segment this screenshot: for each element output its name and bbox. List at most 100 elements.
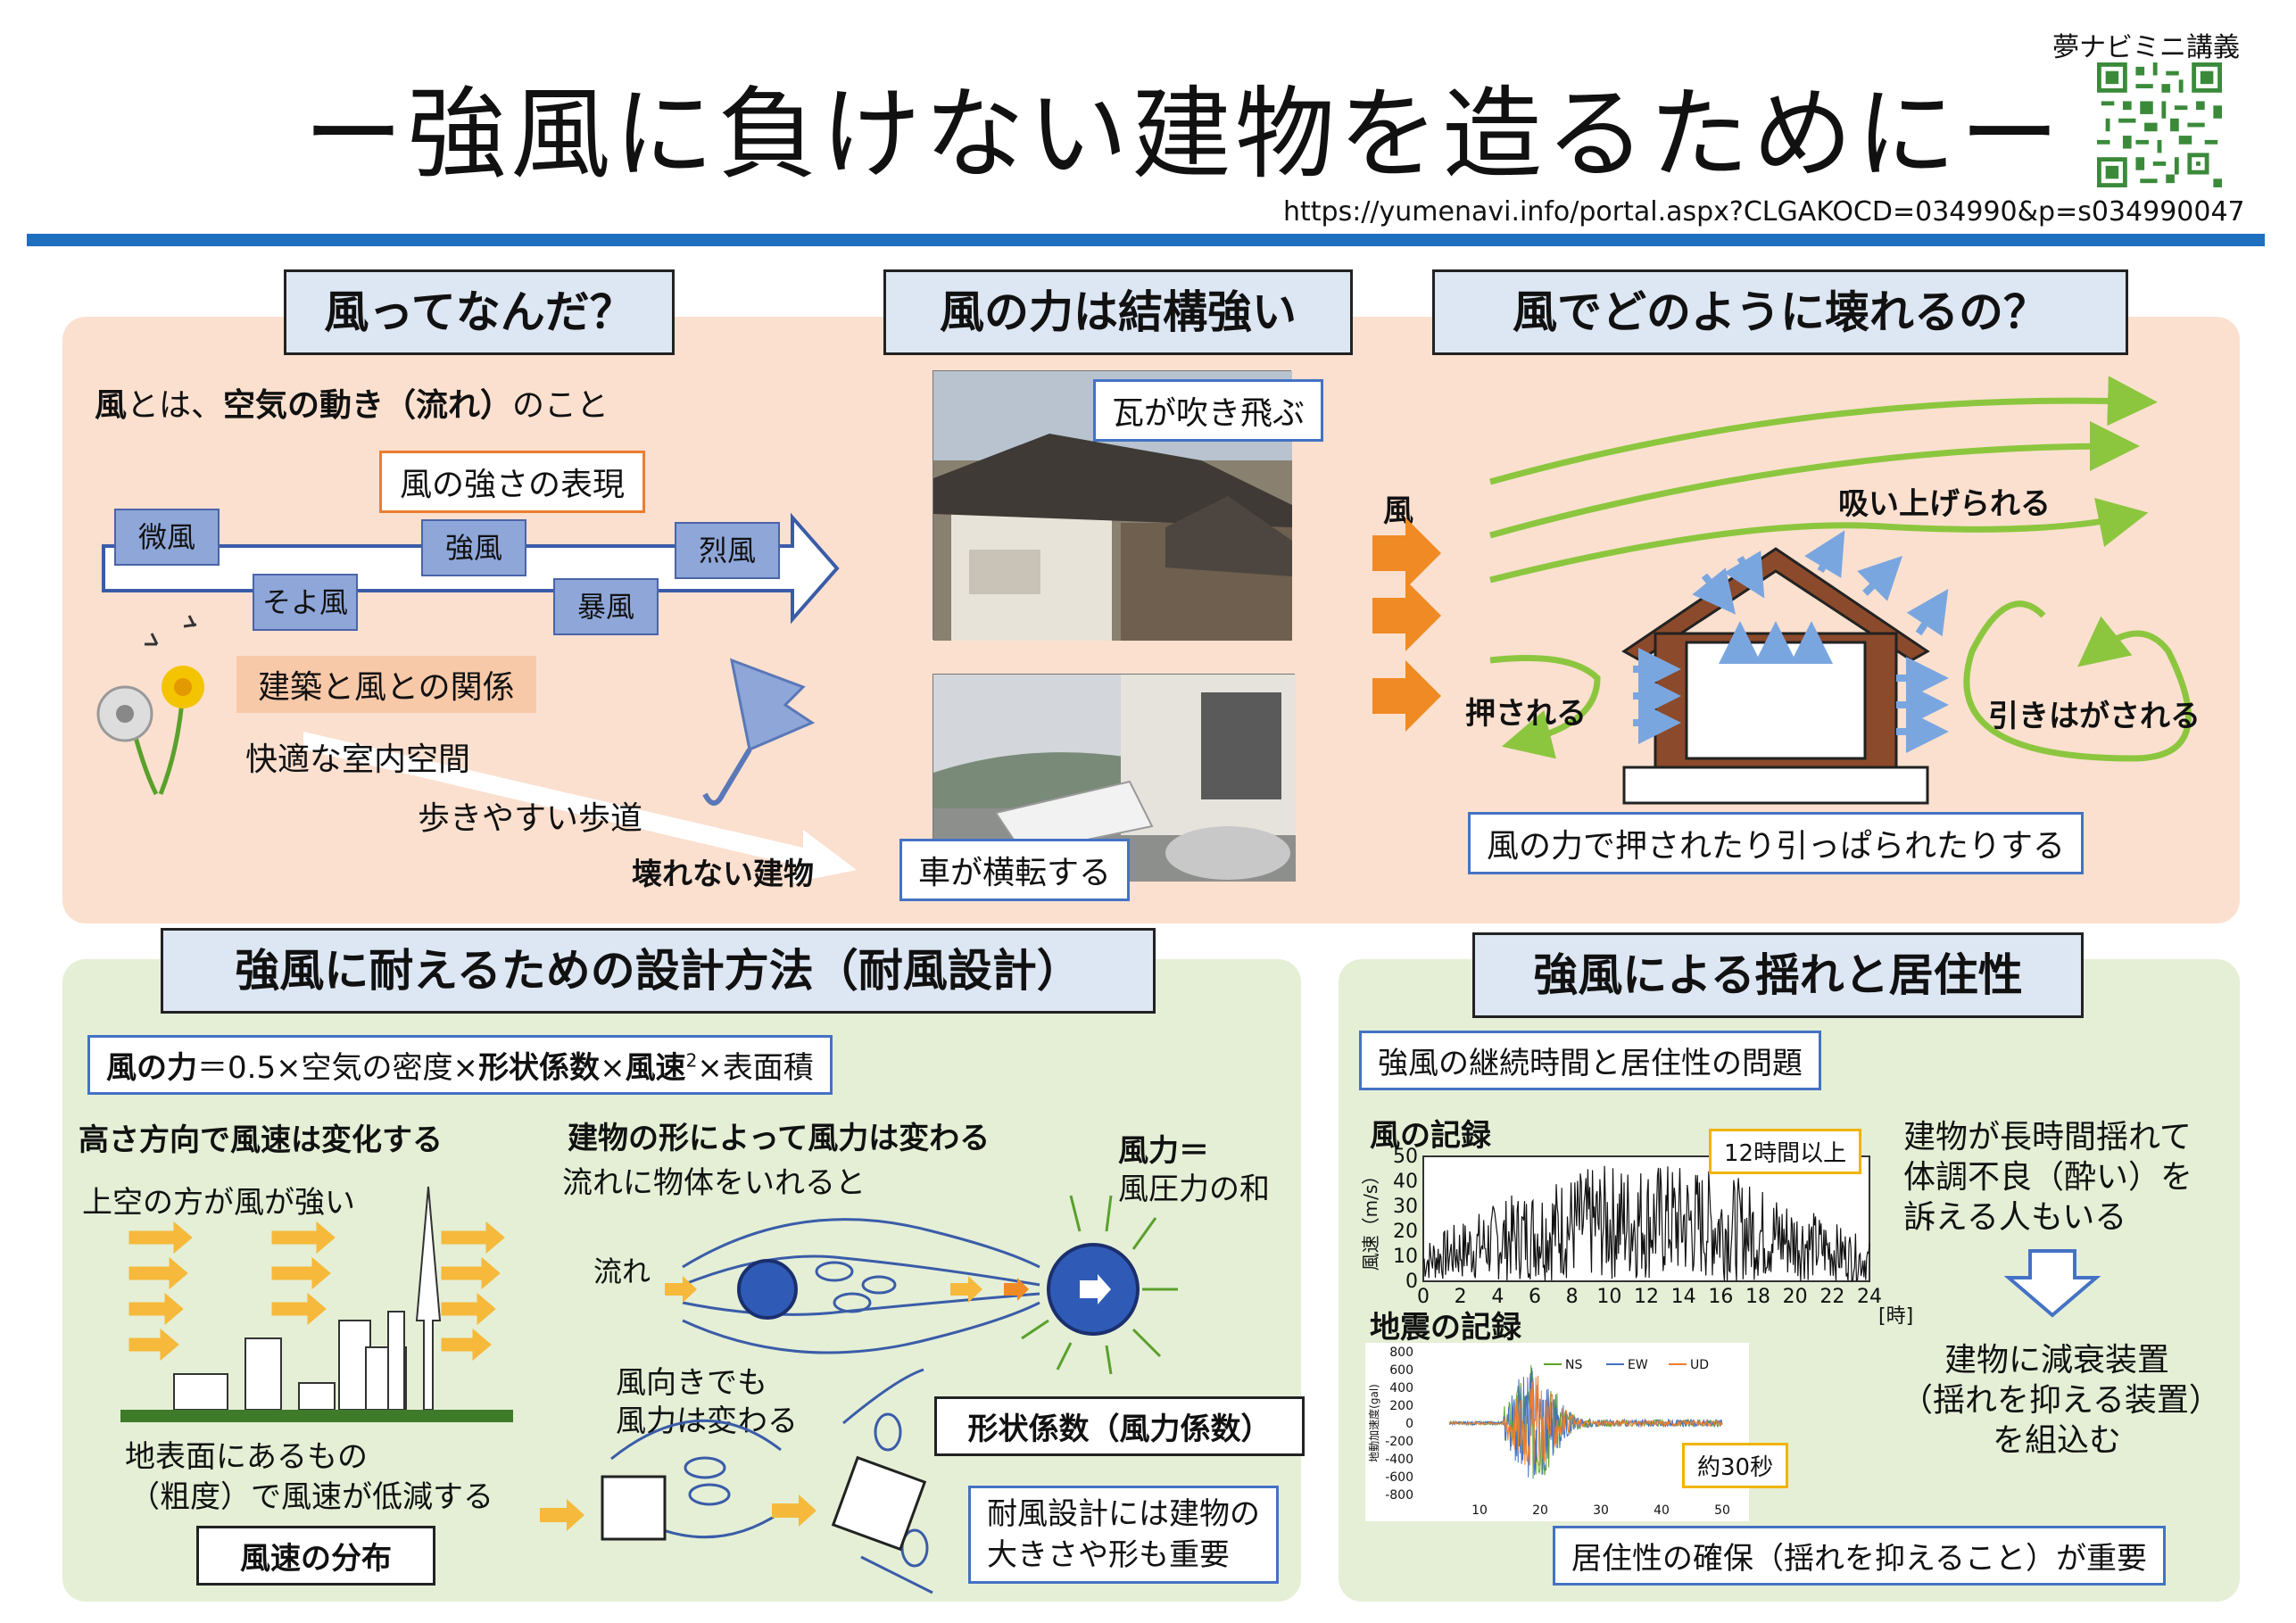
comfort-conclusion: 居住性の確保（揺れを抑えること）が重要	[1553, 1526, 2166, 1586]
y-tick-label: 10	[1393, 1246, 1418, 1268]
x-tick-label: 40	[1654, 1503, 1670, 1518]
formula-wind-force: 風の力	[106, 1050, 197, 1086]
push-label: 押される	[1465, 696, 1587, 732]
y-tick-label: 200	[1389, 1399, 1413, 1413]
object-in-flow-note: 流れに物体をいれると	[562, 1165, 866, 1201]
y-tick-label: -400	[1385, 1453, 1413, 1467]
wind-pressure-diagram	[1372, 376, 2192, 805]
x-tick-label: 30	[1593, 1503, 1609, 1518]
relation-item-sidewalk: 歩きやすい歩道	[418, 800, 643, 837]
y-tick-label: 800	[1389, 1346, 1413, 1360]
x-tick-label: 14	[1671, 1286, 1696, 1308]
direction-note-1: 風向きでも	[616, 1365, 767, 1401]
scale-item-gentle: そよ風	[253, 574, 358, 631]
y-tick-label: 40	[1393, 1171, 1418, 1193]
page-title: ー強風に負けない建物を造るためにー	[303, 77, 2063, 193]
y-tick-label: 20	[1393, 1221, 1418, 1243]
y-tick-label: 0	[1405, 1271, 1418, 1293]
overturned-car-photo	[932, 674, 1296, 882]
flow-around-cylinder-diagram	[665, 1195, 1178, 1375]
section-title-design-method: 強風に耐えるための設計方法（耐風設計）	[161, 928, 1156, 1014]
x-tick-label: 16	[1708, 1286, 1733, 1308]
scale-item-gale: 烈風	[675, 522, 780, 579]
photo1-caption: 瓦が吹き飛ぶ	[1093, 379, 1324, 442]
y-tick-label: -200	[1385, 1435, 1413, 1449]
x-tick-label: 12	[1634, 1286, 1659, 1308]
broken-umbrella-icon	[702, 658, 816, 806]
x-tick-label: 18	[1745, 1286, 1770, 1308]
definition-prefix: 風	[95, 387, 128, 424]
wind-record-title: 風の記録	[1370, 1118, 1491, 1154]
qr-label: 夢ナビミニ講義	[2052, 32, 2240, 63]
y-tick-label: 50	[1393, 1146, 1418, 1168]
section-title-how-break: 風でどのように壊れるの？	[1432, 269, 2128, 355]
scale-item-storm: 暴風	[553, 578, 659, 635]
section-title-vibration: 強風による揺れと居住性	[1472, 932, 2084, 1018]
legend-label: UD	[1690, 1358, 1709, 1372]
x-tick-label: 6	[1529, 1286, 1541, 1308]
x-tick-label: 10	[1596, 1286, 1621, 1308]
definition-suffix: のこと	[512, 387, 609, 424]
wind-profile-diagram	[120, 1186, 513, 1422]
y-tick-label: -800	[1385, 1488, 1413, 1503]
damper-line-3: を組込む	[1992, 1422, 2121, 1459]
sickness-line-1: 建物が長時間揺れて	[1903, 1119, 2192, 1155]
suction-label: 吸い上げられる	[1838, 486, 2051, 522]
relation-item-indoor: 快適な室内空間	[245, 741, 471, 778]
quake-series-line	[1448, 1375, 1723, 1466]
definition-bold: 空気の動き（流れ）	[223, 387, 513, 424]
wind-series-line	[1422, 1165, 1870, 1282]
x-tick-label: 0	[1417, 1286, 1430, 1308]
x-tick-label: 20	[1783, 1286, 1808, 1308]
y-tick-label: 600	[1389, 1363, 1413, 1378]
scale-item-breeze: 微風	[114, 509, 220, 566]
y-tick-label: 0	[1405, 1417, 1413, 1431]
architecture-wind-relation: 建築と風との関係	[236, 656, 536, 713]
x-tick-label: 2	[1455, 1286, 1467, 1308]
height-variation-title: 高さ方向で風速は変化する	[79, 1122, 443, 1158]
quake-record-title: 地震の記録	[1370, 1310, 1521, 1346]
lecture-url[interactable]: https://yumenavi.info/portal.aspx?CLGAKO…	[1283, 196, 2245, 228]
x-tick-label: 10	[1471, 1503, 1488, 1518]
ground-note-2: （粗度）で風速が低減する	[129, 1479, 493, 1515]
wind-duration-tag: 12時間以上	[1709, 1129, 1862, 1174]
section-title-wind-power: 風の力は結構強い	[883, 269, 1353, 355]
design-note-line2: 大きさや形も重要	[987, 1537, 1230, 1573]
qr-code-icon[interactable]	[2097, 62, 2222, 187]
y-axis-label: 地動加速度(gal)	[1367, 1384, 1380, 1462]
x-tick-label: 24	[1857, 1286, 1882, 1308]
push-pull-summary: 風の力で押されたり引っぱられたりする	[1468, 812, 2085, 874]
relation-arrow	[303, 732, 857, 883]
legend-label: EW	[1628, 1358, 1648, 1372]
vibration-subtitle: 強風の継続時間と居住性の問題	[1359, 1031, 1821, 1090]
wind-force-label-2: 風圧力の和	[1118, 1172, 1270, 1207]
quake-duration-tag: 約30秒	[1682, 1443, 1789, 1488]
formula-part1: ＝0.5×空気の密度×	[197, 1050, 479, 1086]
x-tick-label: 22	[1819, 1286, 1844, 1308]
shape-coefficient-label: 形状係数（風力係数）	[934, 1396, 1305, 1456]
design-importance-note: 耐風設計には建物の 大きさや形も重要	[968, 1486, 1279, 1584]
x-axis-unit: [時]	[1878, 1305, 1913, 1328]
roof-damage-photo	[932, 370, 1292, 641]
formula-part3: ×表面積	[697, 1050, 814, 1086]
formula-wind-speed: 風速	[625, 1050, 686, 1086]
title-divider	[27, 234, 2265, 246]
damper-line-1: 建物に減衰装置	[1944, 1342, 2169, 1379]
y-tick-label: 30	[1393, 1196, 1418, 1218]
y-axis-label: 風速（m/s）	[1360, 1167, 1381, 1271]
x-tick-label: 20	[1532, 1503, 1548, 1518]
shape-force-title: 建物の形によって風力は変わる	[568, 1121, 991, 1156]
x-tick-label: 8	[1566, 1286, 1579, 1308]
x-tick-label: 4	[1491, 1286, 1504, 1308]
wind-direction-diagram	[540, 1368, 933, 1594]
ground-note-1: 地表面にあるもの	[125, 1439, 368, 1475]
relation-item-building: 壊れない建物	[632, 857, 814, 892]
wind-force-label-1: 風力＝	[1118, 1133, 1209, 1169]
peel-label: 引きはがされる	[1988, 699, 2201, 734]
wind-strength-label: 風の強さの表現	[379, 451, 646, 513]
wind-speed-distribution: 風速の分布	[196, 1526, 435, 1586]
photo2-caption: 車が横転する	[899, 839, 1131, 901]
wind-definition: 風とは、空気の動き（流れ）のこと	[95, 379, 609, 426]
